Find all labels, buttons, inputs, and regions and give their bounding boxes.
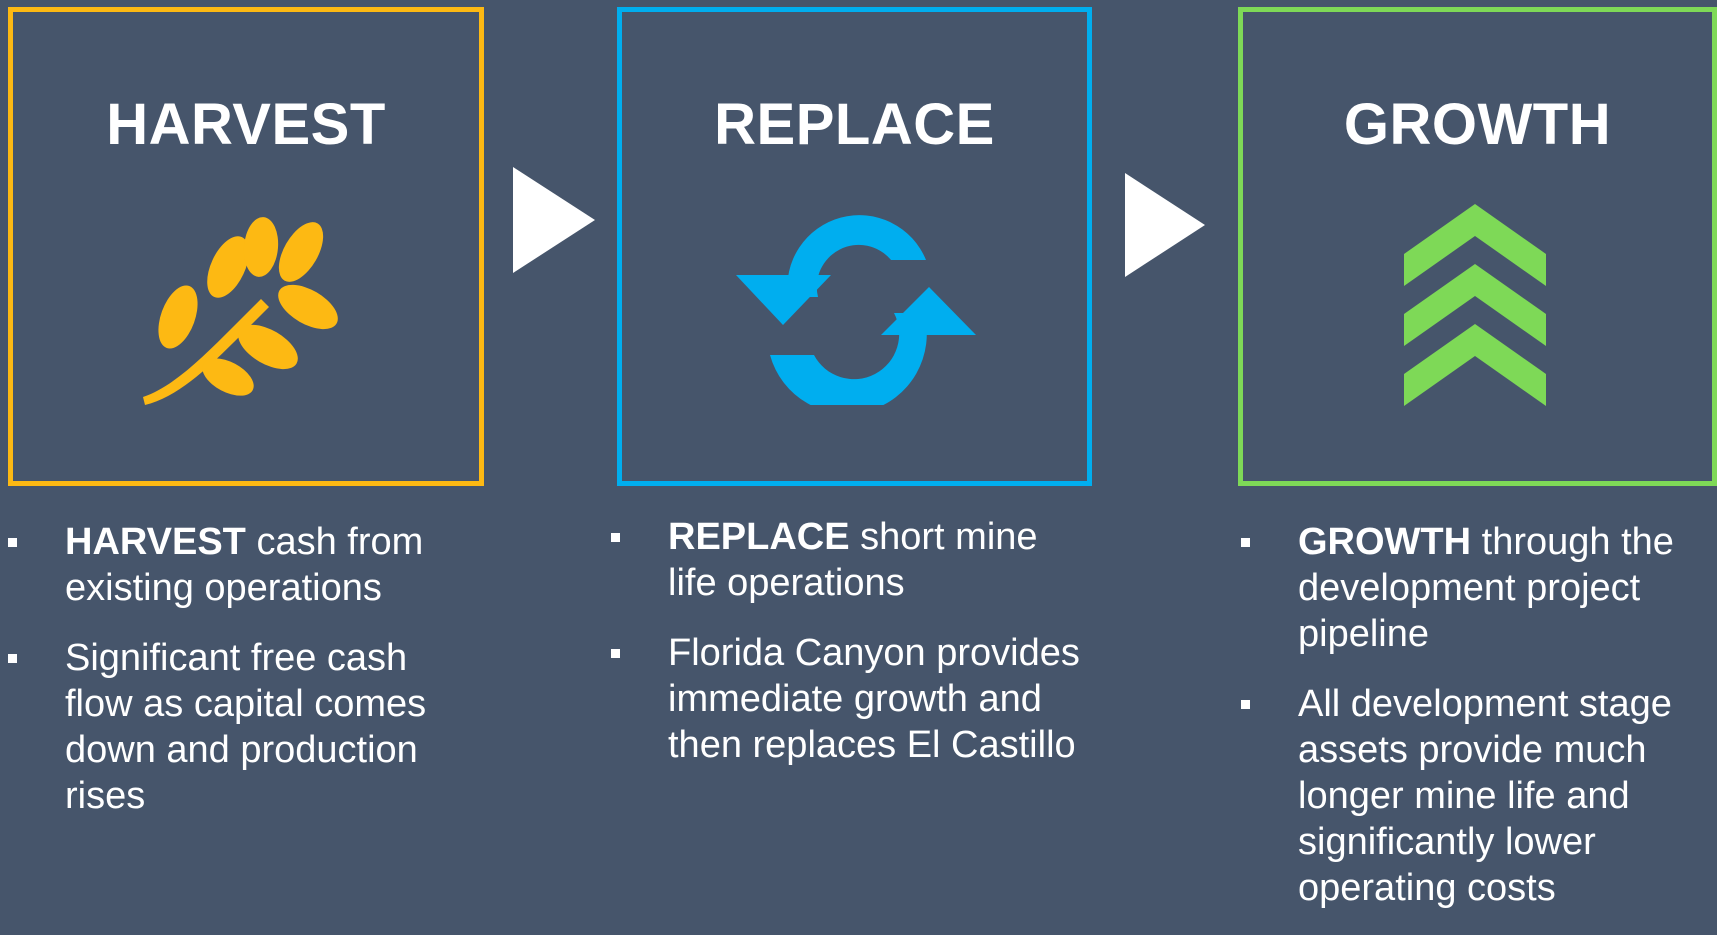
triple-chevron-up-icon (1404, 204, 1546, 406)
bullet-text: All development stage assets provide muc… (1298, 683, 1672, 909)
bullet-square-icon (8, 654, 17, 663)
replace-bullets: REPLACE short mine life operations Flori… (611, 514, 1091, 792)
bullet-text: short mine life operations (668, 516, 1038, 604)
bullet-bold-text: HARVEST (65, 521, 246, 563)
bullet-text: Significant free cash flow as capital co… (65, 637, 427, 817)
bullet-text: through the development project pipeline (1298, 521, 1674, 655)
arrow-right-icon (513, 167, 595, 273)
list-item: All development stage assets provide muc… (1241, 681, 1717, 911)
harvest-panel: HARVEST (8, 7, 484, 486)
growth-title: GROWTH (1343, 92, 1612, 157)
bullet-text: Florida Canyon provides immediate growth… (668, 632, 1080, 766)
refresh-cycle-icon (736, 215, 976, 405)
bullet-bold-text: GROWTH (1298, 521, 1472, 563)
arrow-right-icon (1125, 173, 1205, 277)
list-item: HARVEST cash from existing operations (8, 519, 478, 611)
list-item: GROWTH through the development project p… (1241, 519, 1717, 657)
wheat-icon (143, 217, 338, 405)
bullet-square-icon (8, 538, 17, 547)
harvest-title: HARVEST (106, 92, 386, 157)
growth-panel: GROWTH (1238, 7, 1717, 486)
bullet-square-icon (611, 533, 620, 542)
harvest-bullets: HARVEST cash from existing operations Si… (8, 519, 478, 843)
list-item: Florida Canyon provides immediate growth… (611, 630, 1091, 768)
replace-title: REPLACE (714, 92, 995, 157)
list-item: REPLACE short mine life operations (611, 514, 1091, 606)
list-item: Significant free cash flow as capital co… (8, 635, 478, 819)
bullet-square-icon (1241, 538, 1250, 547)
growth-bullets: GROWTH through the development project p… (1241, 519, 1717, 935)
bullet-square-icon (1241, 700, 1250, 709)
bullet-square-icon (611, 649, 620, 658)
bullet-text: cash from existing operations (65, 521, 424, 609)
replace-panel: REPLACE (617, 7, 1092, 486)
bullet-bold-text: REPLACE (668, 516, 850, 558)
